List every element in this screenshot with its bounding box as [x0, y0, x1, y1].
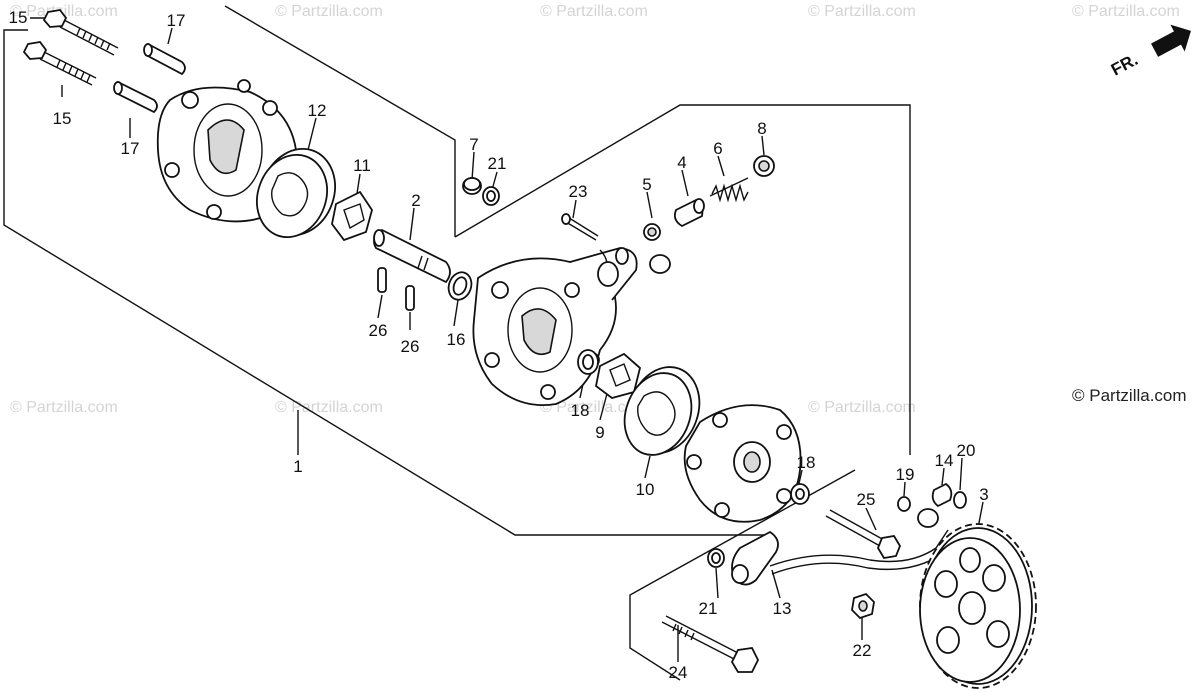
plug-8	[753, 155, 775, 177]
pump-shaft-2	[373, 228, 451, 284]
o-ring-18-right	[790, 483, 810, 505]
callout-24: 24	[669, 663, 688, 682]
watermark-5: © Partzilla.com	[1072, 3, 1180, 20]
collar-5	[643, 223, 661, 241]
callout-6: 6	[713, 139, 722, 158]
washer-7	[462, 177, 482, 195]
assembly-brackets	[3, 5, 911, 681]
callout-25: 25	[857, 490, 876, 509]
o-ring-16	[447, 271, 473, 301]
callout-12: 12	[308, 101, 327, 120]
callout-13: 13	[773, 599, 792, 618]
callout-18-left: 18	[571, 401, 590, 420]
callout-21-bottom: 21	[699, 599, 718, 618]
front-direction-indicator: FR.	[1108, 24, 1191, 80]
outer-rotor-12	[256, 147, 336, 239]
callout-23: 23	[569, 182, 588, 201]
o-ring-18-left	[577, 349, 599, 375]
callout-7: 7	[469, 135, 478, 154]
watermark-3: © Partzilla.com	[540, 3, 648, 20]
bolt-15-lower	[22, 41, 97, 86]
watermark-9: © Partzilla.com	[808, 399, 916, 416]
watermark-1: © Partzilla.com	[10, 3, 118, 20]
fr-label: FR.	[1108, 50, 1141, 80]
pin-26-left	[377, 267, 387, 293]
callout-16: 16	[447, 330, 466, 349]
bolt-15-upper	[42, 9, 119, 56]
ring-20	[953, 491, 967, 509]
collar-14	[931, 482, 953, 508]
callout-15-bottom: 15	[53, 109, 72, 128]
o-ring-21-lower	[707, 548, 725, 568]
bolt-24	[661, 615, 760, 673]
callout-15-top: 15	[9, 8, 28, 27]
callout-26-right: 26	[401, 337, 420, 356]
callout-8: 8	[757, 119, 766, 138]
callout-11: 11	[353, 156, 371, 175]
callout-2: 2	[411, 191, 420, 210]
o-ring-21-upper	[482, 186, 500, 206]
relief-valve-4	[673, 198, 705, 228]
plug-cap	[649, 254, 671, 274]
nut-22	[851, 592, 875, 620]
callout-19: 19	[896, 465, 915, 484]
callout-26-left: 26	[369, 321, 388, 340]
callout-4: 4	[677, 153, 686, 172]
callout-1: 1	[293, 457, 302, 476]
washer-19	[897, 496, 911, 512]
watermark-4: © Partzilla.com	[808, 3, 916, 20]
inner-rotor-11	[331, 190, 373, 242]
callout-20: 20	[957, 441, 976, 460]
dowel-pin-17-upper	[143, 42, 186, 76]
callout-22: 22	[853, 641, 872, 660]
copyright-notice: © Partzilla.com	[1072, 386, 1187, 405]
callout-3: 3	[979, 485, 988, 504]
drive-sprocket-3	[919, 523, 1037, 689]
callout-10: 10	[636, 480, 655, 499]
pin-26-right	[405, 285, 415, 311]
callout-14: 14	[935, 451, 954, 470]
spring-6	[709, 177, 749, 203]
watermark-6: © Partzilla.com	[10, 399, 118, 416]
cotter-pin-23	[561, 213, 599, 241]
callout-17-bottom: 17	[121, 139, 140, 158]
outer-rotor-10	[623, 366, 701, 456]
callout-9: 9	[595, 423, 604, 442]
bolt-25	[825, 509, 902, 559]
pump-cover-right	[683, 404, 802, 523]
fr-arrow-icon	[1151, 24, 1191, 57]
callout-labels: 1 2 3 4 5 6 7 8 9 10 11 12 13 14 15 15 1…	[9, 8, 989, 682]
watermark-2: © Partzilla.com	[275, 3, 383, 20]
watermark-8: © Partzilla.com	[540, 399, 648, 416]
watermarks: © Partzilla.com © Partzilla.com © Partzi…	[10, 3, 1180, 416]
callout-21-top: 21	[488, 154, 507, 173]
callout-18-right: 18	[797, 453, 816, 472]
oil-pipe-13	[731, 508, 953, 586]
callout-17-top: 17	[167, 11, 186, 30]
watermark-7: © Partzilla.com	[275, 399, 383, 416]
dowel-pin-17-lower	[113, 80, 158, 114]
callout-5: 5	[642, 175, 651, 194]
